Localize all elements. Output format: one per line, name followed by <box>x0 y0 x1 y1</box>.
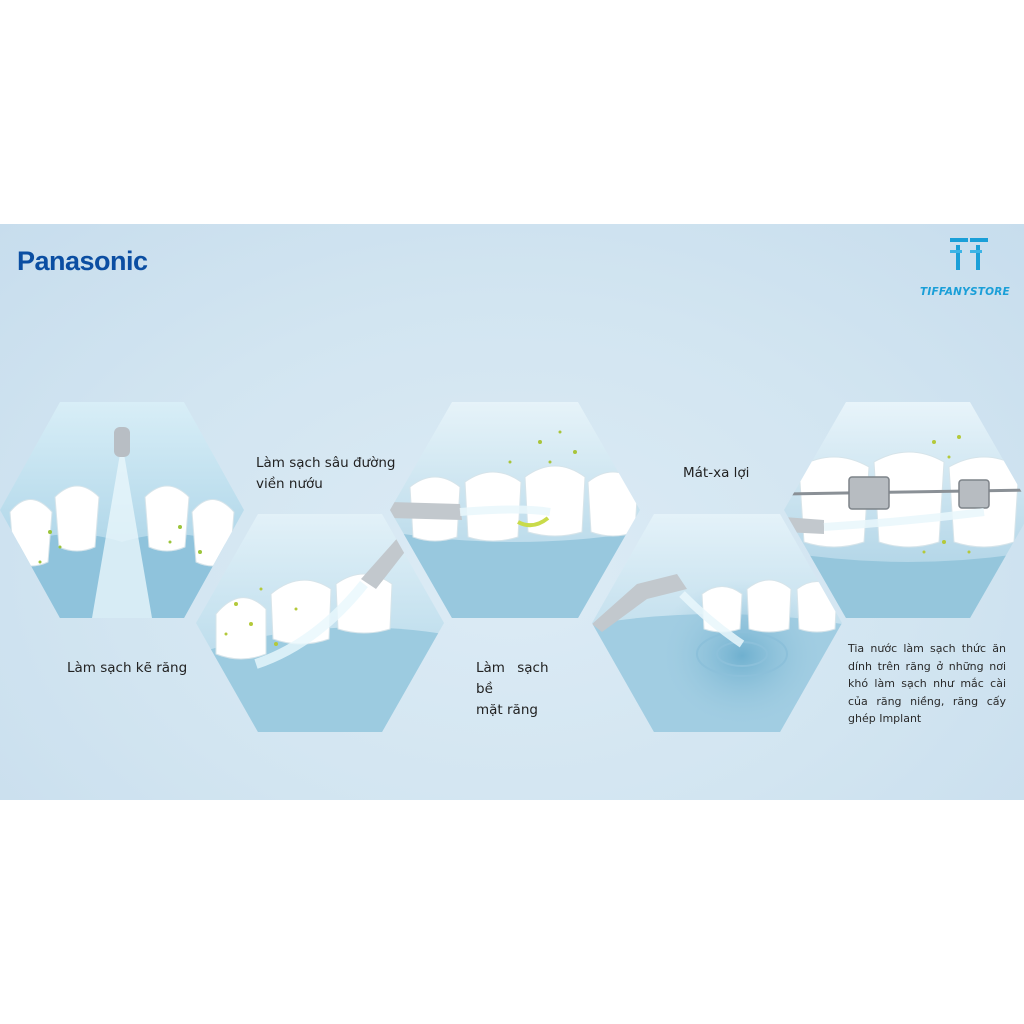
interdental-cleaning-image <box>0 402 244 618</box>
gum-massage-image <box>592 514 842 732</box>
braces-cleaning-image <box>784 402 1024 618</box>
surface-cleaning-image <box>390 402 640 618</box>
caption-surface-line1: Làm sạch bề <box>476 660 549 697</box>
braces-description: Tia nước làm sạch thức ăn dính trên răng… <box>848 642 1006 725</box>
store-name: TIFFANYSTORE <box>920 286 1010 298</box>
caption-gumline-line1: Làm sạch sâu đường <box>256 455 396 471</box>
panasonic-logo: Panasonic <box>17 246 148 276</box>
caption-massage: Mát-xa lợi <box>683 465 750 481</box>
tiffany-store-logo-icon <box>950 238 988 270</box>
gumline-cleaning-image <box>196 514 444 732</box>
caption-surface: Làm sạch bề mặt răng <box>476 658 566 721</box>
caption-interdental: Làm sạch kẽ răng <box>67 660 188 676</box>
store-badge: TIFFANYSTORE <box>918 234 1018 304</box>
caption-gumline-line2: viền nướu <box>256 476 323 492</box>
caption-gumline: Làm sạch sâu đường viền nướu <box>256 453 395 495</box>
product-banner: Panasonic TIFFANYSTORE <box>0 224 1024 800</box>
caption-surface-line2: mặt răng <box>476 702 538 718</box>
